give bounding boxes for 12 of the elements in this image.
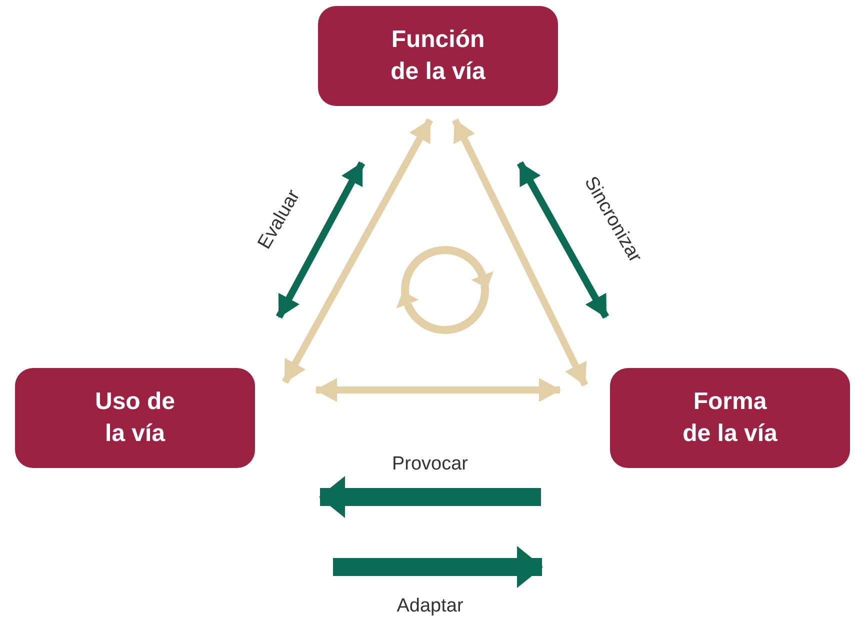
box-title: Uso de la vía <box>94 386 176 449</box>
arrow-label: Adaptar <box>394 596 466 618</box>
double-arrow <box>276 161 366 319</box>
double-arrow <box>282 118 434 384</box>
double-arrow <box>315 378 561 402</box>
rounded-box <box>318 6 558 106</box>
double-arrow <box>516 161 610 319</box>
box-title: Función de la vía <box>390 24 486 87</box>
box-title: Forma de la vía <box>682 386 778 449</box>
rounded-box <box>15 368 255 468</box>
double-arrow <box>452 118 588 387</box>
rounded-box <box>610 368 850 468</box>
